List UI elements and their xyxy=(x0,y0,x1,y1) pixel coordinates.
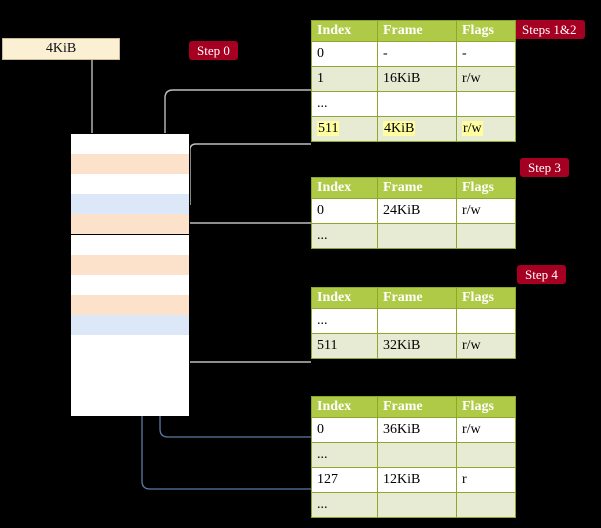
column-header-frame: Frame xyxy=(377,287,457,309)
cell-frame xyxy=(377,492,457,518)
column-header-frame: Frame xyxy=(377,396,457,418)
arrow-table1-511-to-memory xyxy=(189,143,311,205)
column-header-flags: Flags xyxy=(456,20,516,42)
cell-index: 0 xyxy=(311,198,378,224)
cell-flags xyxy=(456,492,516,518)
cell-frame xyxy=(377,442,457,468)
cell-index: ... xyxy=(311,442,378,468)
column-header-index: Index xyxy=(311,396,378,418)
column-header-flags: Flags xyxy=(456,177,516,199)
memory-block-row xyxy=(71,254,189,276)
frame-4kib-label: 4KiB xyxy=(45,41,77,56)
badge-step-4: Step 4 xyxy=(517,265,566,284)
memory-block-row xyxy=(71,355,189,377)
cell-frame: 32KiB xyxy=(377,333,457,359)
column-header-index: Index xyxy=(311,177,378,199)
frame-4kib-box: 4KiB xyxy=(2,38,120,60)
cell-frame xyxy=(377,223,457,249)
memory-block-row xyxy=(71,134,189,155)
memory-block-row xyxy=(71,335,189,356)
cell-flags: r/w xyxy=(456,198,516,224)
cell-frame: - xyxy=(377,41,457,67)
column-header-index: Index xyxy=(311,287,378,309)
memory-block-row xyxy=(71,194,189,216)
cell-index: 511 xyxy=(311,116,378,142)
badge-step-0: Step 0 xyxy=(189,41,238,60)
badge-steps-1-2: Steps 1&2 xyxy=(514,20,585,39)
cell-flags xyxy=(456,442,516,468)
table-row: ... xyxy=(311,308,516,334)
physical-memory-column xyxy=(70,133,190,417)
column-header-index: Index xyxy=(311,20,378,42)
memory-block-row xyxy=(71,274,189,296)
cell-index: 0 xyxy=(311,417,378,443)
cell-frame: 12KiB xyxy=(377,467,457,493)
cell-index: ... xyxy=(311,223,378,249)
cell-index: ... xyxy=(311,492,378,518)
column-header-flags: Flags xyxy=(456,396,516,418)
badge-step-3: Step 3 xyxy=(520,158,569,177)
cell-index: ... xyxy=(311,308,378,334)
cell-frame: 36KiB xyxy=(377,417,457,443)
cell-index: 127 xyxy=(311,467,378,493)
arrow-table3-to-memory xyxy=(180,311,311,363)
arrow-table2-to-memory xyxy=(180,222,311,262)
memory-block-row xyxy=(71,395,189,417)
cell-flags: r/w xyxy=(456,66,516,92)
table-row: ... xyxy=(311,492,516,518)
memory-block-row xyxy=(71,294,189,316)
table-row: ... xyxy=(311,442,516,468)
cell-frame: 16KiB xyxy=(377,66,457,92)
cell-flags xyxy=(456,91,516,117)
table-row: ... xyxy=(311,223,516,249)
memory-block-row xyxy=(71,234,189,256)
cell-flags xyxy=(456,308,516,334)
cell-flags: - xyxy=(456,41,516,67)
cell-frame xyxy=(377,308,457,334)
cell-frame: 24KiB xyxy=(377,198,457,224)
column-header-frame: Frame xyxy=(377,20,457,42)
cell-flags: r xyxy=(456,467,516,493)
memory-block-row xyxy=(71,314,189,336)
cell-flags: r/w xyxy=(456,417,516,443)
cell-index: 511 xyxy=(311,333,378,359)
table-row: ... xyxy=(311,91,516,117)
column-header-flags: Flags xyxy=(456,287,516,309)
table-row: 0-- xyxy=(311,41,516,67)
cell-flags: r/w xyxy=(456,116,516,142)
memory-block-row xyxy=(71,214,189,236)
cell-frame: 4KiB xyxy=(377,116,457,142)
memory-block-row xyxy=(71,375,189,397)
cell-flags: r/w xyxy=(456,333,516,359)
memory-block-row xyxy=(71,174,189,196)
cell-index: 0 xyxy=(311,41,378,67)
column-header-frame: Frame xyxy=(377,177,457,199)
cell-index: 1 xyxy=(311,66,378,92)
cell-index: ... xyxy=(311,91,378,117)
cell-flags xyxy=(456,223,516,249)
cell-frame xyxy=(377,91,457,117)
memory-block-row xyxy=(71,154,189,176)
